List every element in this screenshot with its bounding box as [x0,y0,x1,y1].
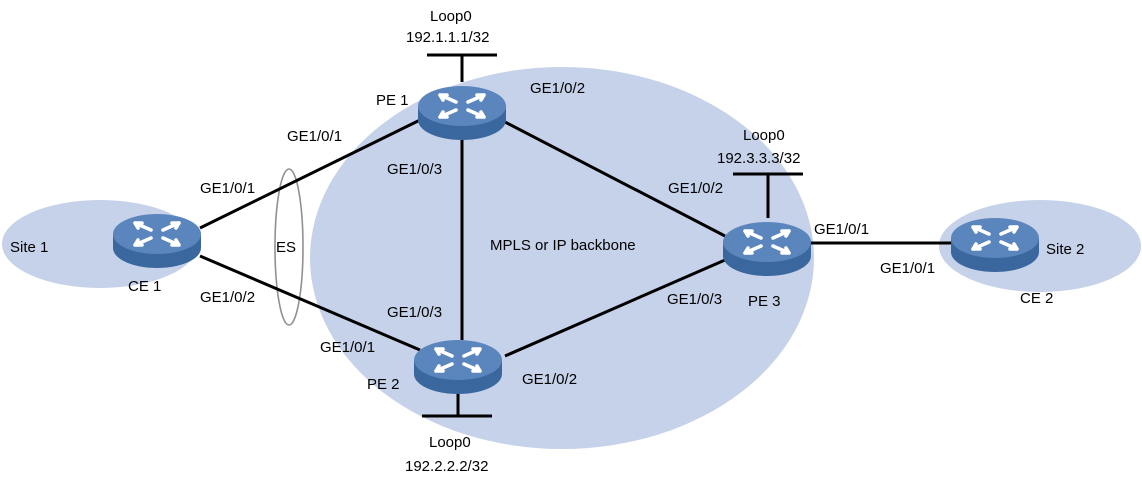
router-icon[interactable] [112,212,202,270]
iface-pe1-pe2: GE1/0/3 [387,161,442,178]
router-icon[interactable] [722,220,812,278]
router-icon[interactable] [413,338,503,396]
iface-pe2-ce1: GE1/0/1 [320,339,375,356]
labels: Site 1 Site 2 MPLS or IP backbone ES CE … [10,8,1084,475]
iface-pe1-ce1: GE1/0/1 [287,128,342,145]
iface-ce2-pe3: GE1/0/1 [880,260,935,277]
link-pe1-pe3 [504,120,726,238]
site2-label: Site 2 [1046,241,1084,258]
iface-pe1-pe3: GE1/0/2 [530,80,585,97]
iface-pe2-pe1: GE1/0/3 [387,304,442,321]
ce1-name: CE 1 [128,278,161,295]
router-icon[interactable] [950,216,1040,274]
iface-pe3-pe2: GE1/0/3 [667,291,722,308]
iface-ce1-pe1: GE1/0/1 [200,180,255,197]
iface-pe2-pe3: GE1/0/2 [522,371,577,388]
iface-pe3-pe1: GE1/0/2 [668,180,723,197]
backbone-label: MPLS or IP backbone [490,237,636,254]
site1-label: Site 1 [10,239,48,256]
pe1-address: 192.1.1.1/32 [406,29,489,46]
iface-ce1-pe2: GE1/0/2 [200,289,255,306]
pe2-address: 192.2.2.2/32 [405,458,488,475]
pe3-loopback: Loop0 [743,127,785,144]
es-label: ES [276,239,296,256]
ce2-name: CE 2 [1020,290,1053,307]
pe2-name: PE 2 [367,376,400,393]
iface-pe3-ce2: GE1/0/1 [814,221,869,238]
router-icon[interactable] [417,84,507,142]
link-pe2-pe3 [504,258,726,358]
link-ce1-pe2 [199,254,421,352]
es-outline [274,168,304,326]
pe2-loopback: Loop0 [429,434,471,451]
pe3-name: PE 3 [748,293,781,310]
links [199,53,955,418]
pe1-name: PE 1 [376,92,409,109]
link-ce1-pe1 [199,118,421,230]
pe1-loopback: Loop0 [430,8,472,25]
pe3-address: 192.3.3.3/32 [717,150,800,167]
